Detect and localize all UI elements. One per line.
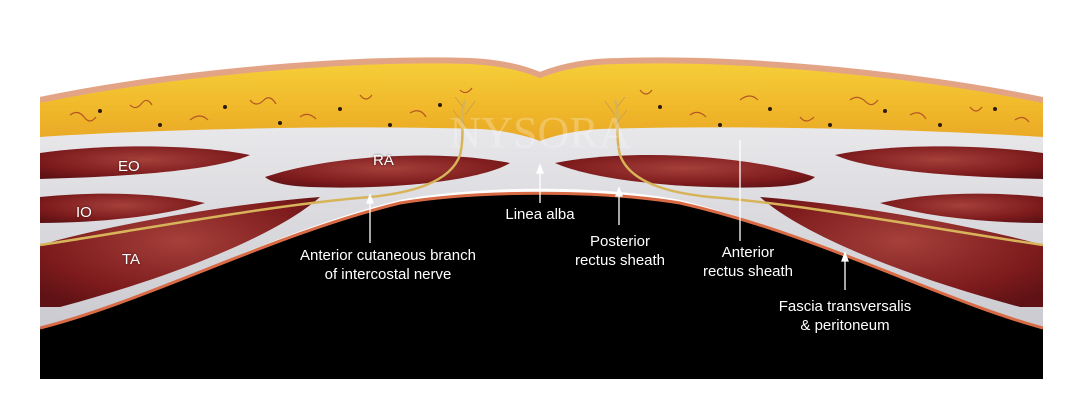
transversus-abdominis-left <box>40 197 320 307</box>
subcutaneous-fat <box>40 60 1043 141</box>
fat-dots <box>98 103 997 127</box>
label-anterior-rectus-sheath: Anterior rectus sheath <box>702 244 794 280</box>
nerve-branches <box>452 96 628 126</box>
transversus-abdominis-right <box>760 197 1043 307</box>
label-linea-alba: Linea alba <box>505 206 575 223</box>
label-eo: EO <box>118 158 140 175</box>
label-ta: TA <box>122 251 141 268</box>
internal-oblique-left <box>40 193 205 223</box>
rectus-abdominis-left <box>265 155 510 188</box>
fascia-layer <box>40 66 1043 336</box>
label-ra: RA <box>373 152 394 169</box>
label-fascia-transversalis: Fascia transversalis & peritoneum <box>778 298 912 334</box>
skin-layer <box>40 57 1043 103</box>
watermark: NYSORA <box>450 108 631 157</box>
abdominal-wall-cross-section: NYSORA <box>40 45 1043 379</box>
peritoneal-cavity <box>40 193 1043 379</box>
fat-vessels <box>69 87 1030 123</box>
label-anterior-cutaneous-branch: Anterior cutaneous branch of intercostal… <box>300 247 476 283</box>
external-oblique-left <box>40 146 250 179</box>
anatomy-figure: NYSORA EO IO TA RA Anterior cutaneous br… <box>40 45 1043 379</box>
external-oblique-right <box>835 146 1043 179</box>
label-posterior-rectus-sheath: Posterior rectus sheath <box>574 233 666 269</box>
label-io: IO <box>76 204 92 221</box>
rectus-abdominis-right <box>555 154 815 188</box>
internal-oblique-right <box>880 193 1043 223</box>
leader-lines <box>366 140 849 290</box>
